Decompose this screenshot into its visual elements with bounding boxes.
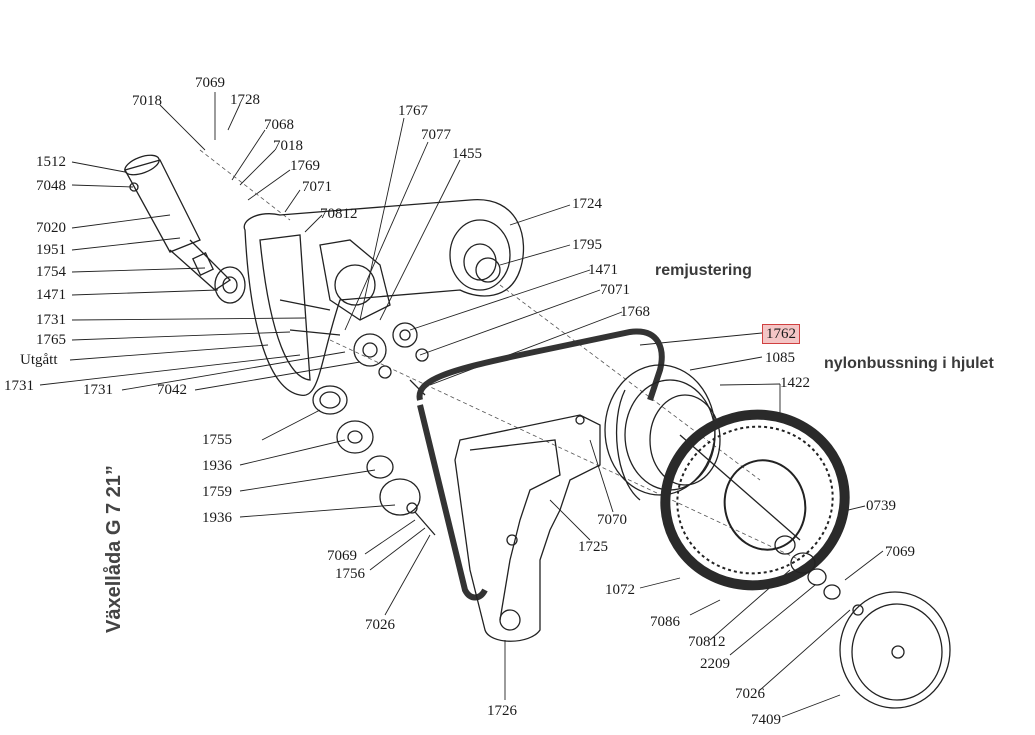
part-label-7071: 7071 — [302, 179, 332, 195]
part-label-7409: 7409 — [751, 712, 781, 728]
part-label-1726: 1726 — [487, 703, 517, 719]
part-label-1725: 1725 — [578, 539, 608, 555]
part-label-7069: 7069 — [885, 544, 915, 560]
bracket-plate — [454, 414, 601, 642]
part-label-1512: 1512 — [36, 154, 66, 170]
part-label-7018: 7018 — [273, 138, 303, 154]
remjustering-note: remjustering — [655, 262, 752, 279]
part-label-7018: 7018 — [132, 93, 162, 109]
part-label-utgatt: Utgått — [20, 352, 58, 368]
part-label-1936: 1936 — [202, 510, 232, 526]
part-label-1768: 1768 — [620, 304, 650, 320]
tyre — [660, 409, 850, 591]
part-label-1731: 1731 — [4, 378, 34, 394]
part-label-7077: 7077 — [421, 127, 451, 143]
hub-hardware — [774, 535, 864, 616]
part-label-1455: 1455 — [452, 146, 482, 162]
part-label-1755: 1755 — [202, 432, 232, 448]
part-label-1936: 1936 — [202, 458, 232, 474]
part-label-1762-highlighted: 1762 — [762, 324, 800, 344]
part-label-1731: 1731 — [36, 312, 66, 328]
part-label-1795: 1795 — [572, 237, 602, 253]
part-label-1728: 1728 — [230, 92, 260, 108]
nylonbussning-note: nylonbussning i hjulet — [824, 355, 994, 372]
part-label-7048: 7048 — [36, 178, 66, 194]
part-label-1759: 1759 — [202, 484, 232, 500]
part-label-70812: 70812 — [688, 634, 726, 650]
part-label-1724: 1724 — [572, 196, 602, 212]
part-label-1754: 1754 — [36, 264, 66, 280]
part-label-1422: 1422 — [780, 375, 810, 391]
part-label-2209: 2209 — [700, 656, 730, 672]
axis-lines — [199, 149, 801, 561]
wheel-hub — [604, 364, 801, 541]
part-label-7042: 7042 — [157, 382, 187, 398]
hubcap — [839, 591, 951, 709]
washer-stack — [312, 385, 436, 536]
part-label-7026: 7026 — [365, 617, 395, 633]
part-label-7026: 7026 — [735, 686, 765, 702]
part-label-7071: 7071 — [600, 282, 630, 298]
part-label-7068: 7068 — [264, 117, 294, 133]
gearbox-housing — [243, 199, 525, 396]
part-label-7070: 7070 — [597, 512, 627, 528]
part-label-1731: 1731 — [83, 382, 113, 398]
shaft-assembly — [124, 154, 246, 304]
part-label-0739: 0739 — [866, 498, 896, 514]
part-label-1767: 1767 — [398, 103, 428, 119]
part-label-1471: 1471 — [36, 287, 66, 303]
part-label-1072: 1072 — [605, 582, 635, 598]
part-label-1756: 1756 — [335, 566, 365, 582]
part-label-1085: 1085 — [765, 350, 795, 366]
diagram-title: Växellåda G 7 21” — [103, 465, 125, 633]
part-label-7069: 7069 — [195, 75, 225, 91]
leader-lines — [39, 92, 884, 718]
part-label-1765: 1765 — [36, 332, 66, 348]
drive-belt — [416, 328, 665, 601]
part-label-1471: 1471 — [588, 262, 618, 278]
part-label-70812: 70812 — [320, 206, 358, 222]
part-label-1769: 1769 — [290, 158, 320, 174]
part-label-1951: 1951 — [36, 242, 66, 258]
part-label-7069: 7069 — [327, 548, 357, 564]
part-label-7020: 7020 — [36, 220, 66, 236]
part-label-7086: 7086 — [650, 614, 680, 630]
